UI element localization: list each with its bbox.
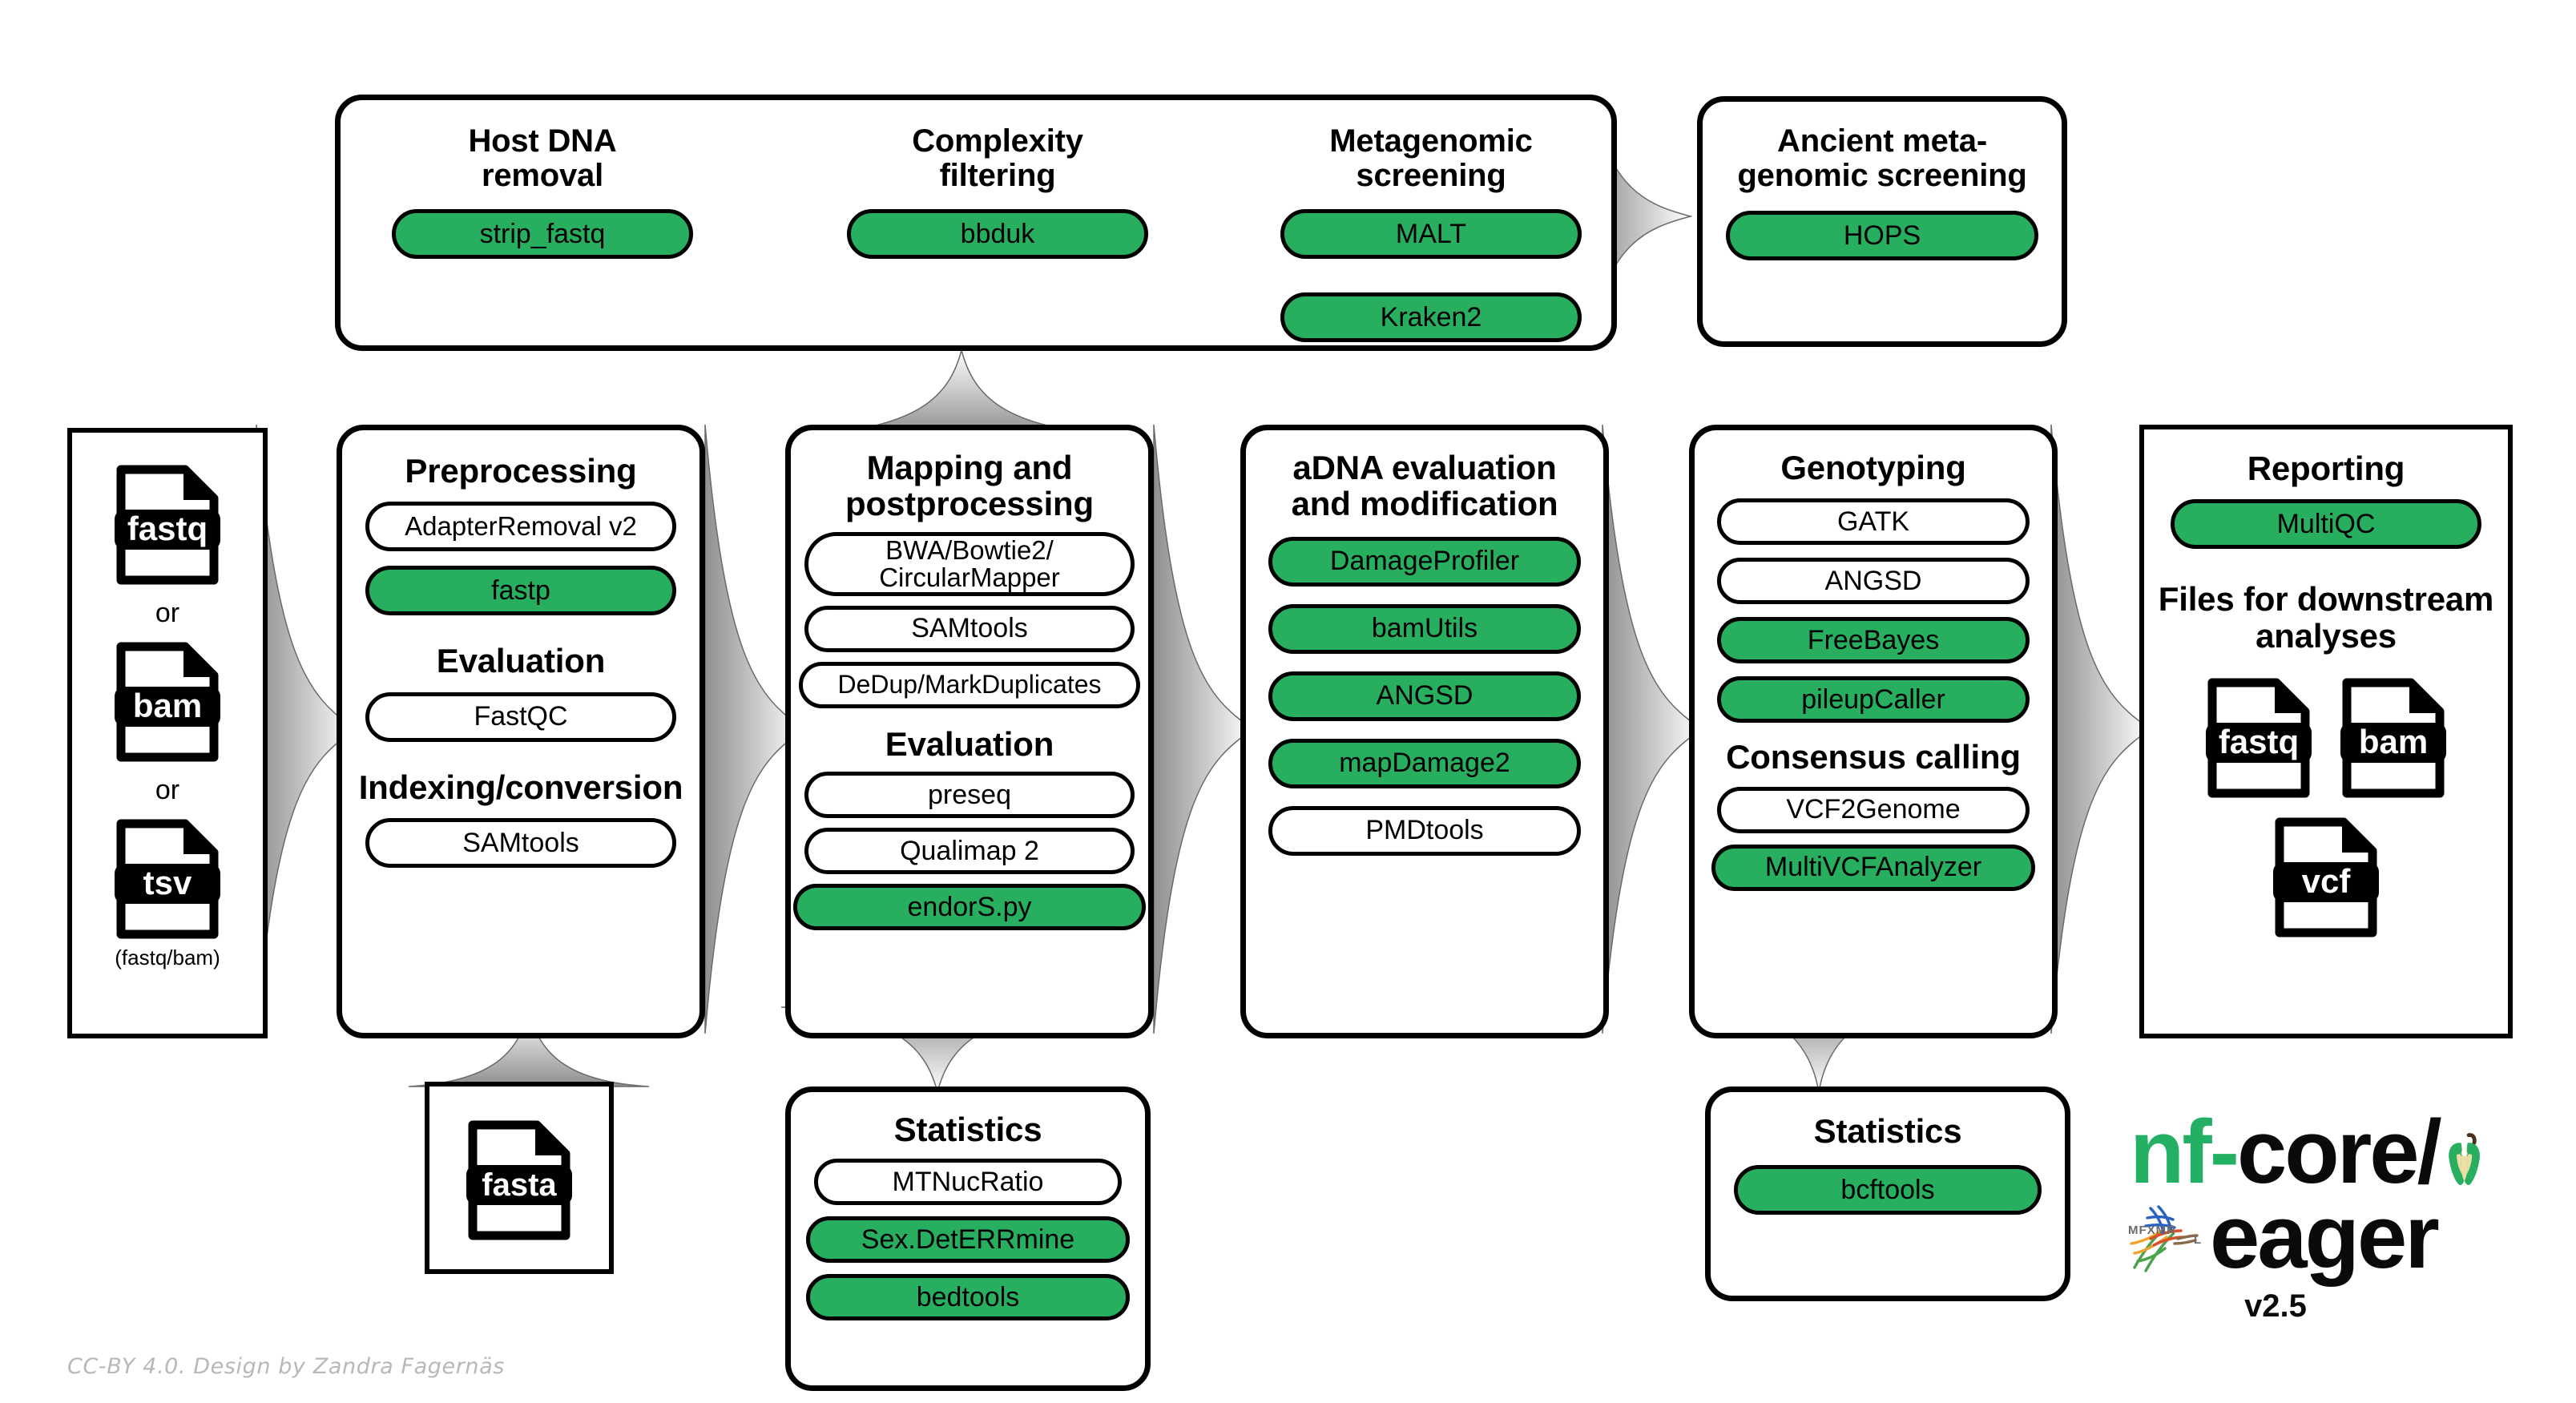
fastq-file-icon: fastq: [115, 465, 220, 585]
tool-samtools-preprocessing[interactable]: SAMtools: [365, 818, 676, 869]
tool-malt[interactable]: MALT: [1280, 209, 1582, 260]
tool-hops[interactable]: HOPS: [1726, 211, 2038, 261]
tool-bedtools[interactable]: bedtools: [806, 1274, 1130, 1321]
svg-text:fasta: fasta: [482, 1167, 557, 1203]
input-files-panel: fastq or bam or tsv (fastq/bam): [67, 428, 268, 1038]
input-caption: (fastq/bam): [115, 945, 220, 970]
tool-bwa-bowtie2-circularmapper[interactable]: BWA/Bowtie2/ CircularMapper: [804, 531, 1135, 596]
tool-multiqc[interactable]: MultiQC: [2171, 499, 2481, 550]
svg-text:MFXMR: MFXMR: [2128, 1224, 2176, 1237]
or-label-1: or: [155, 598, 180, 628]
vcf-file-icon-output: vcf: [2273, 817, 2379, 937]
group-title: Complexity filtering: [912, 123, 1083, 194]
logo-version: v2.5: [2244, 1288, 2307, 1324]
logo-row-nf-core: nf-core/: [2115, 1107, 2484, 1197]
genotyping-subhead-consensus: Consensus calling: [1726, 738, 2021, 776]
svg-text:bam: bam: [133, 687, 202, 724]
reporting-subhead-downstream: Files for downstream analyses: [2158, 580, 2494, 655]
downstream-files-row-2: vcf: [2144, 817, 2508, 937]
tool-sex-deterrmine[interactable]: Sex.DetERRmine: [806, 1216, 1130, 1264]
screening-bar-panel: Host DNA removal strip_fastq Complexity …: [335, 95, 1617, 351]
credit-text: CC-BY 4.0. Design by Zandra Fagernäs: [67, 1354, 505, 1379]
fasta-file-icon: fasta: [466, 1120, 572, 1240]
svg-text:bam: bam: [2359, 723, 2428, 760]
tool-bamutils[interactable]: bamUtils: [1268, 603, 1581, 654]
tool-dedup-markduplicates[interactable]: DeDup/MarkDuplicates: [799, 661, 1140, 708]
reference-fasta-panel: fasta: [425, 1082, 614, 1274]
tsv-file-icon: tsv: [115, 819, 220, 939]
adna-title: aDNA evaluation and modification: [1291, 449, 1558, 523]
genotyping-title: Genotyping: [1780, 449, 1966, 486]
tool-multivcfanalyzer[interactable]: MultiVCFAnalyzer: [1711, 844, 2035, 891]
logo-core-text: core/: [2237, 1102, 2442, 1202]
tool-adapterremoval-v2[interactable]: AdapterRemoval v2: [365, 502, 676, 552]
tool-pileupcaller[interactable]: pileupCaller: [1717, 676, 2030, 724]
tool-preseq[interactable]: preseq: [804, 772, 1135, 819]
svg-text:L: L: [2194, 1233, 2201, 1247]
tool-angsd-genotyping[interactable]: ANGSD: [1717, 558, 2030, 605]
tool-gatk[interactable]: GATK: [1717, 498, 2030, 546]
tool-endors-py[interactable]: endorS.py: [793, 884, 1146, 931]
arrow-genotyping-to-reporting: [2048, 425, 2152, 1034]
tool-kraken2[interactable]: Kraken2: [1280, 292, 1582, 343]
svg-text:vcf: vcf: [2302, 862, 2352, 900]
arrow-adna-to-genotyping: [1599, 425, 1703, 1034]
tool-pmdtools[interactable]: PMDtools: [1268, 805, 1581, 856]
preprocessing-title: Preprocessing: [405, 452, 637, 490]
tool-samtools-mapping[interactable]: SAMtools: [804, 605, 1135, 652]
statistics-right-panel: Statistics bcftools: [1705, 1087, 2070, 1301]
logo-dash: -: [2209, 1102, 2239, 1202]
nf-core-eager-logo: nf-core/: [2115, 1107, 2484, 1324]
bam-file-icon-output: bam: [2340, 678, 2446, 798]
bam-file-icon: bam: [115, 642, 220, 762]
tool-fastqc[interactable]: FastQC: [365, 691, 676, 742]
logo-eager-text: eager: [2210, 1187, 2440, 1287]
mapping-title: Mapping and postprocessing: [845, 449, 1094, 523]
tool-mtnucratio[interactable]: MTNucRatio: [814, 1159, 1122, 1206]
preprocessing-panel: Preprocessing AdapterRemoval v2 fastp Ev…: [337, 425, 705, 1038]
group-metagenomic-screening: Metagenomic screening MALT Kraken2: [1275, 123, 1587, 343]
tool-bcftools[interactable]: bcftools: [1734, 1165, 2042, 1216]
group-complexity-filtering: Complexity filtering bbduk: [829, 123, 1166, 260]
reporting-title: Reporting: [2247, 450, 2405, 487]
downstream-files-row: fastq bam: [2144, 678, 2508, 798]
tool-damageprofiler[interactable]: DamageProfiler: [1268, 536, 1581, 587]
apple-core-icon: [2445, 1112, 2484, 1192]
group-title: Host DNA removal: [468, 123, 617, 194]
tool-freebayes[interactable]: FreeBayes: [1717, 617, 2030, 664]
svg-text:fastq: fastq: [127, 510, 208, 547]
fastq-file-icon-output: fastq: [2206, 678, 2312, 798]
statistics-left-title: Statistics: [893, 1111, 1042, 1148]
mapping-panel: Mapping and postprocessing BWA/Bowtie2/ …: [785, 425, 1154, 1038]
ancient-screening-title: Ancient meta- genomic screening: [1737, 123, 2027, 194]
statistics-right-title: Statistics: [1813, 1112, 1962, 1150]
mapping-subhead-evaluation: Evaluation: [885, 724, 1054, 763]
adna-panel: aDNA evaluation and modification DamageP…: [1240, 425, 1609, 1038]
statistics-left-panel: Statistics MTNucRatio Sex.DetERRmine bed…: [785, 1087, 1151, 1391]
tool-angsd-adna[interactable]: ANGSD: [1268, 671, 1581, 721]
dna-helix-icon: MFXMR L: [2115, 1197, 2210, 1277]
tool-qualimap-2[interactable]: Qualimap 2: [804, 828, 1135, 875]
arrow-mapping-to-screening: [805, 349, 1118, 437]
tool-mapdamage2[interactable]: mapDamage2: [1268, 738, 1581, 788]
preprocessing-subhead-indexing: Indexing/conversion: [358, 768, 683, 806]
tool-bbduk[interactable]: bbduk: [847, 209, 1148, 260]
tool-strip-fastq[interactable]: strip_fastq: [392, 209, 693, 260]
logo-row-eager: MFXMR L eager: [2115, 1192, 2484, 1282]
arrow-mapping-to-adna: [1151, 425, 1255, 1034]
preprocessing-subhead-evaluation: Evaluation: [436, 642, 606, 680]
svg-text:fastq: fastq: [2219, 723, 2299, 760]
group-host-dna-removal: Host DNA removal strip_fastq: [374, 123, 711, 260]
svg-text:tsv: tsv: [143, 864, 192, 901]
tool-vcf2genome[interactable]: VCF2Genome: [1717, 786, 2030, 833]
group-title: Metagenomic screening: [1329, 123, 1533, 194]
ancient-screening-panel: Ancient meta- genomic screening HOPS: [1697, 96, 2067, 347]
or-label-2: or: [155, 775, 180, 805]
reporting-panel: Reporting MultiQC Files for downstream a…: [2139, 425, 2513, 1038]
logo-nf-text: nf: [2130, 1102, 2212, 1202]
tool-fastp[interactable]: fastp: [365, 566, 676, 616]
genotyping-panel: Genotyping GATK ANGSD FreeBayes pileupCa…: [1689, 425, 2058, 1038]
